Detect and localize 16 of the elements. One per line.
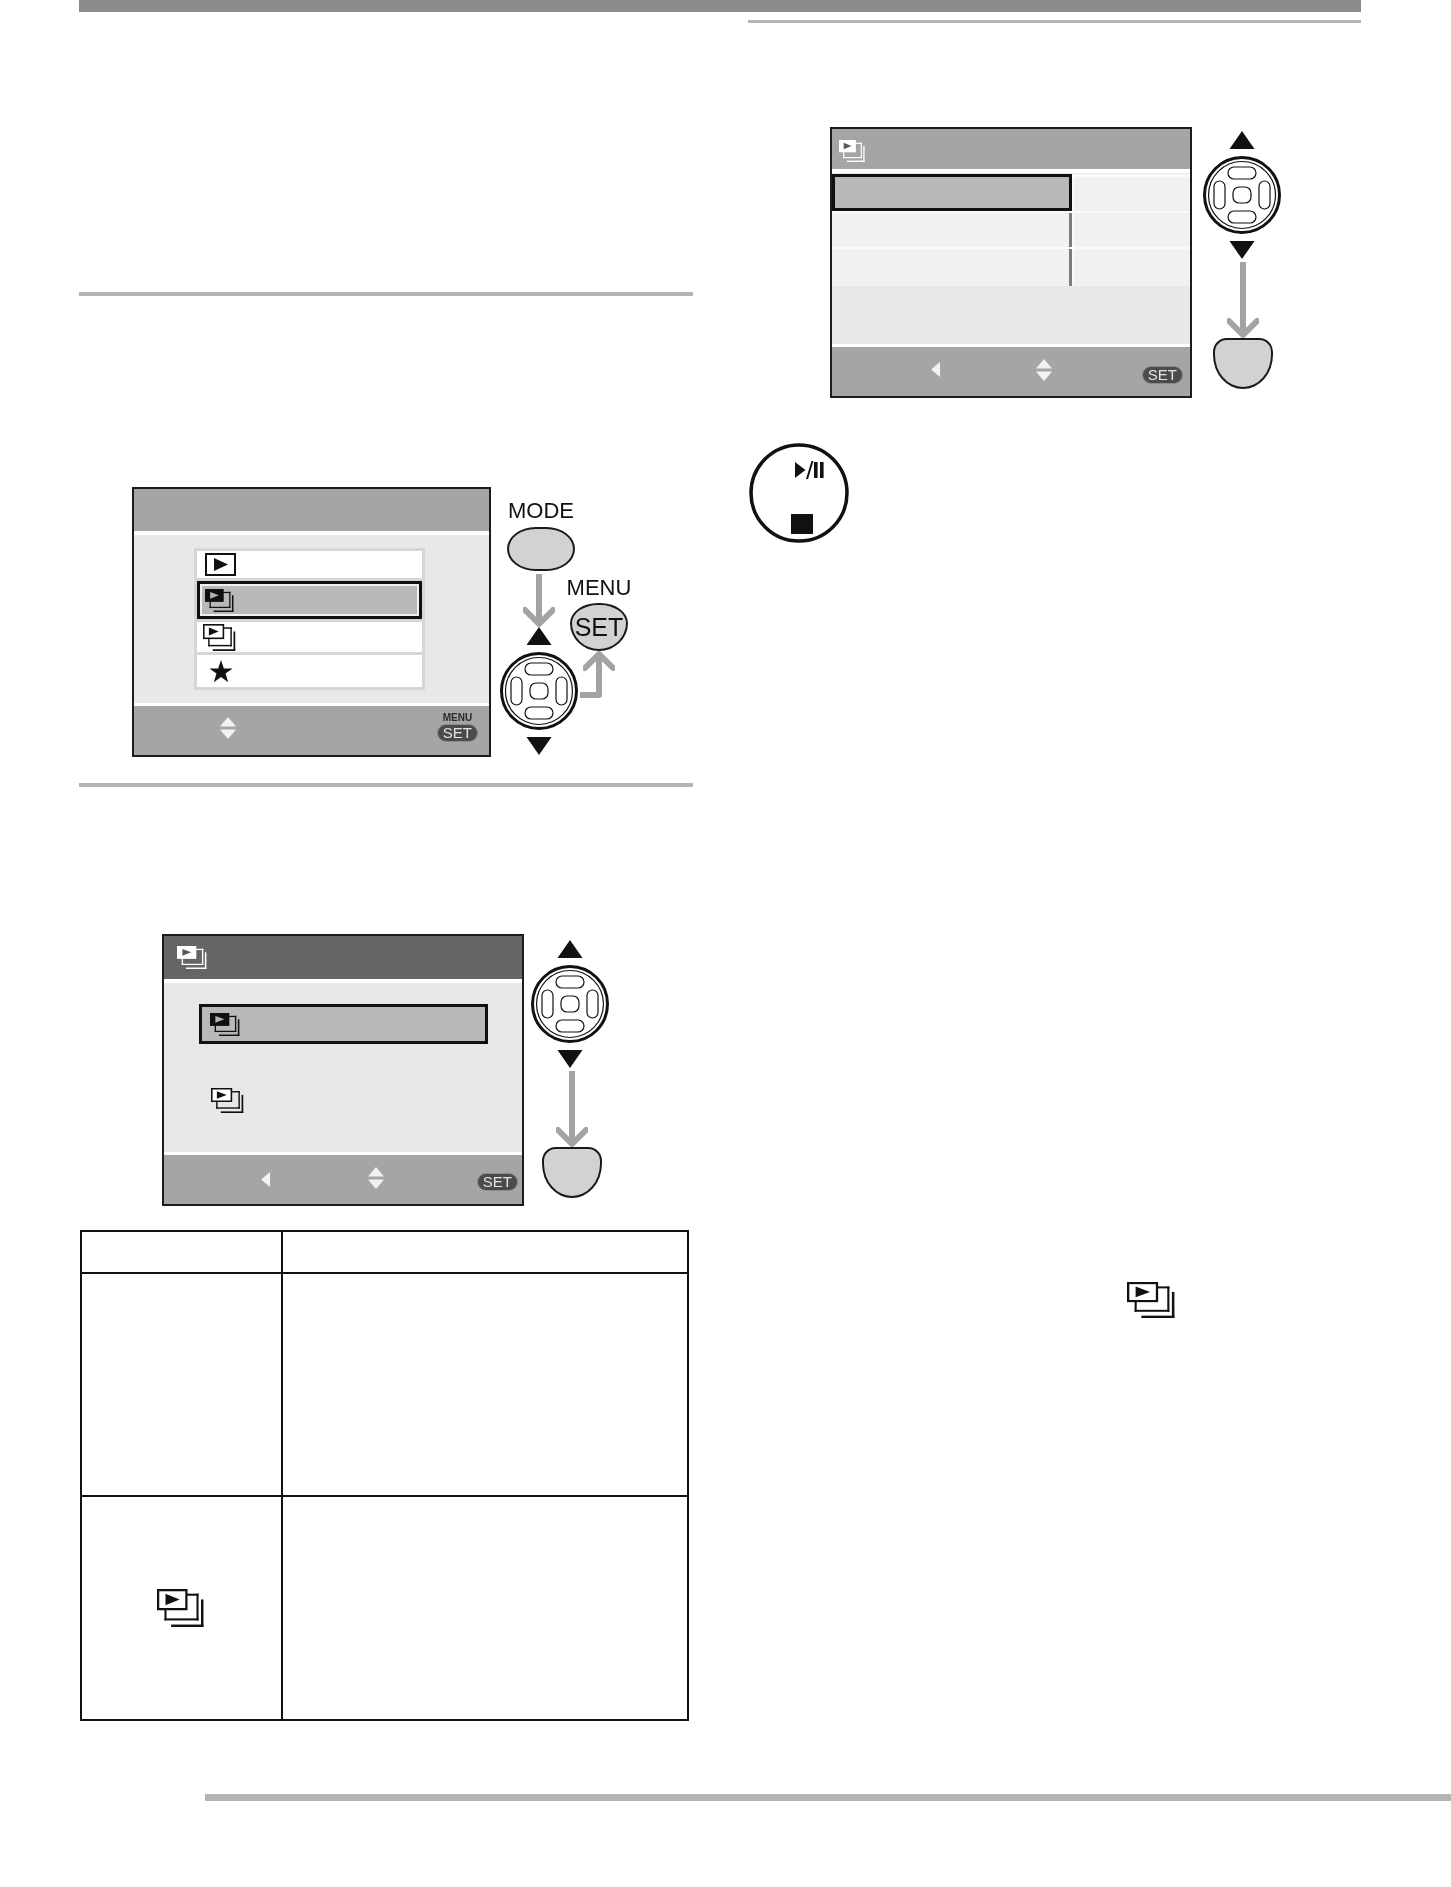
- round-button: [542, 1147, 602, 1198]
- directional-pad: [500, 627, 578, 755]
- key-label: MENU: [442, 712, 473, 723]
- button-label: MODE: [508, 499, 574, 523]
- set-key-label: SET: [1141, 366, 1183, 384]
- button-label: MENU: [566, 576, 632, 600]
- set-key-label: SET: [476, 1173, 518, 1191]
- set-key-label: SET: [436, 724, 478, 742]
- arrow: [522, 574, 556, 627]
- arrow: [1226, 262, 1260, 338]
- arrow: [580, 651, 616, 698]
- directional-pad: [531, 940, 609, 1068]
- arrow: [555, 1071, 589, 1147]
- directional-pad: [1203, 131, 1281, 259]
- button-label: SET: [574, 613, 624, 641]
- round-button: [1213, 338, 1273, 389]
